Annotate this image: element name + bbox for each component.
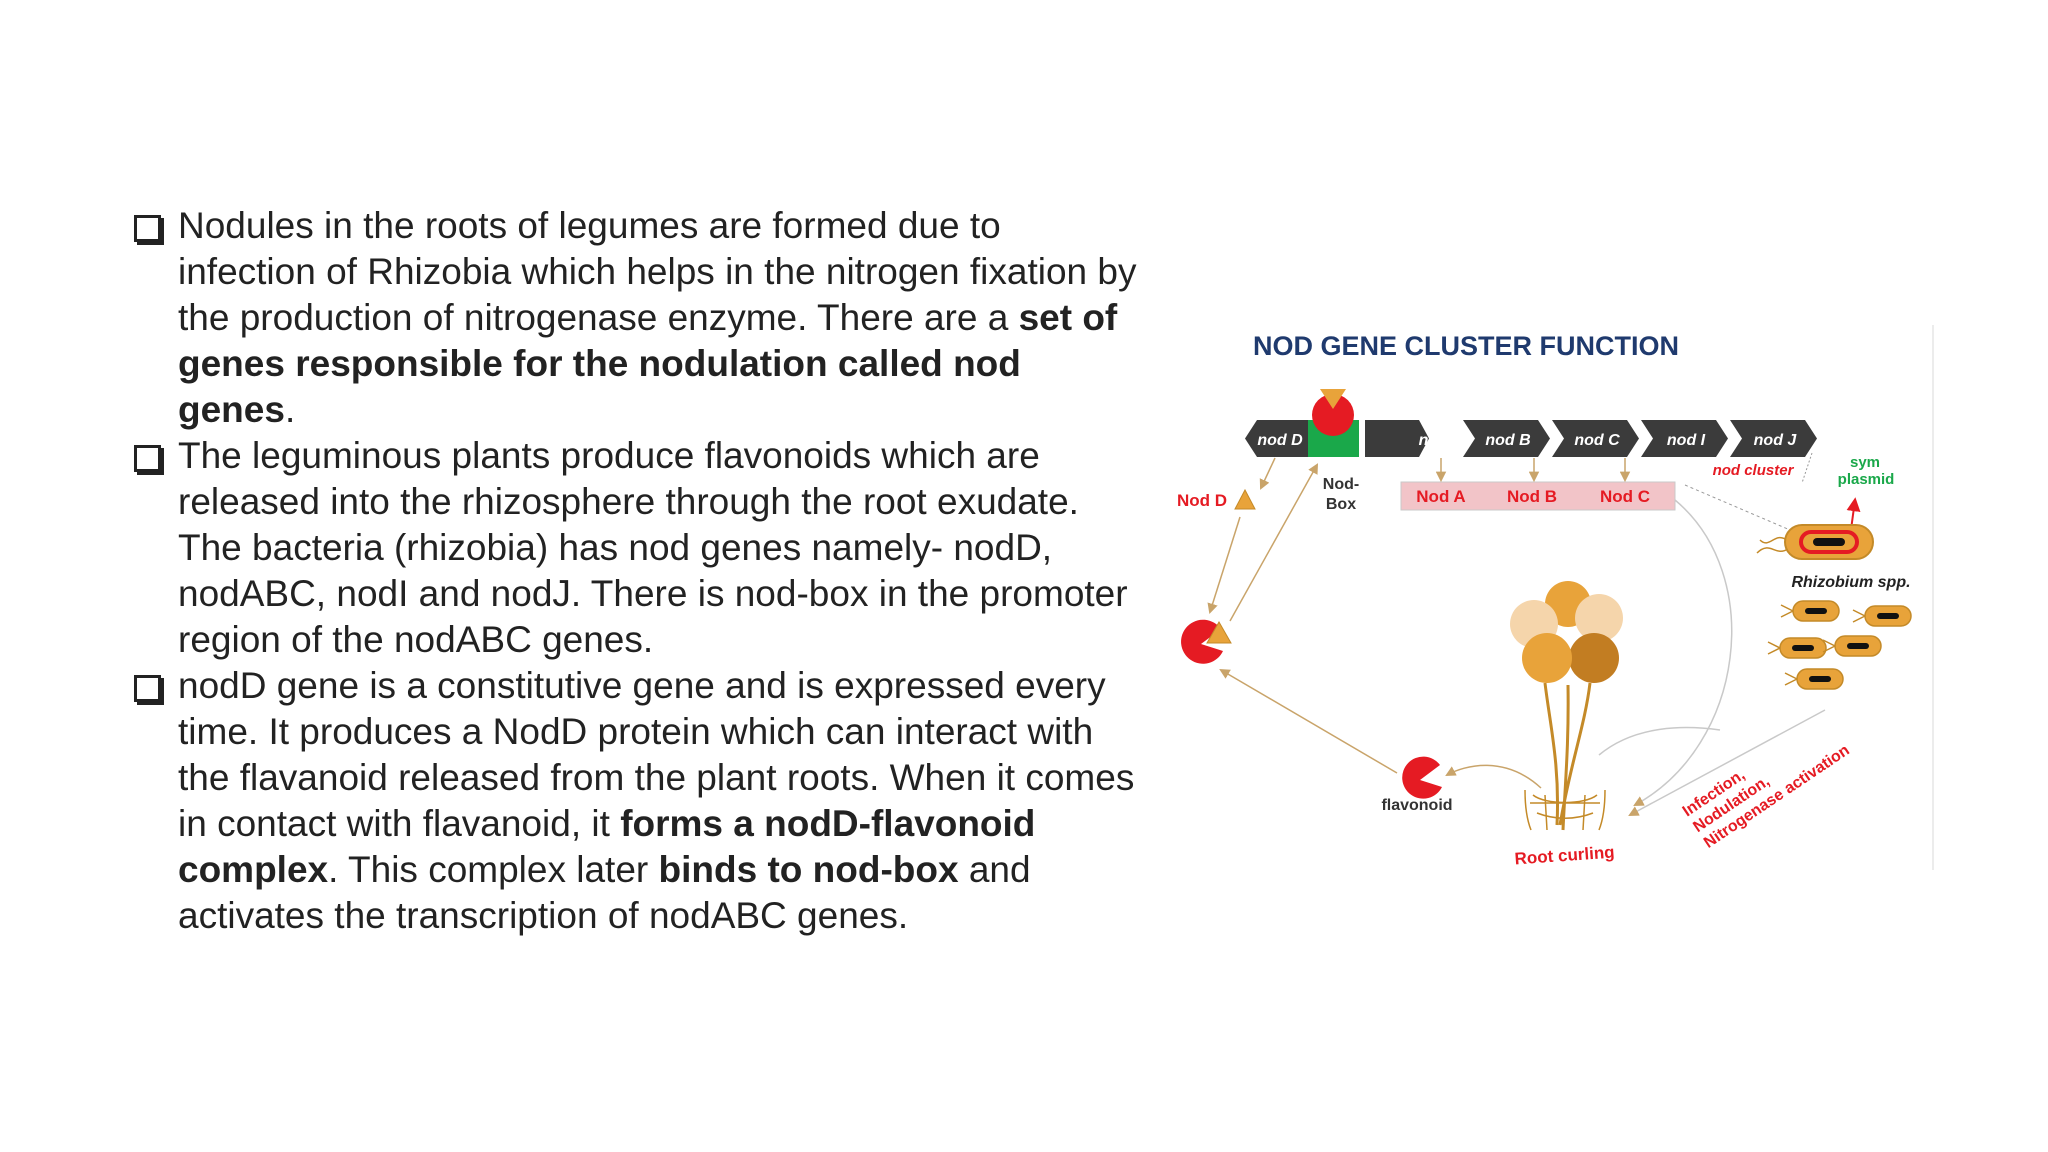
protein-nodb: Nod B: [1507, 487, 1557, 506]
arrow-rhizobia-to-root: [1628, 709, 1826, 816]
nodd-protein-circle: [1312, 394, 1354, 436]
gene-label-nodj: nod J: [1754, 432, 1798, 449]
cluster-divider: [1801, 452, 1813, 484]
gene-arrow-nodc: [1552, 420, 1639, 457]
outcomes-group: Infection, Nodulation, Nitrogenase activ…: [1680, 742, 1853, 852]
bullet-2-text: The leguminous plants produce flavonoids…: [178, 435, 1128, 660]
arrow-nodd-expression: [1259, 457, 1276, 490]
checkbox-bullet-icon: [134, 445, 161, 472]
plasmid-label: plasmid: [1838, 471, 1895, 488]
bullet-3-text: nodD gene is a constitutive gene and is …: [178, 665, 1135, 844]
bullet-1-end: .: [284, 389, 296, 430]
bullet-list: Nodules in the roots of legumes are form…: [130, 203, 1140, 939]
rhizobium-cell-small: [1852, 605, 1912, 627]
rhizobium-cell-small: [1780, 600, 1840, 622]
protein-noda: Nod A: [1416, 487, 1465, 506]
rhizobium-cell-small: [1784, 668, 1844, 690]
rhizobium-cell-small: [1767, 637, 1827, 659]
arrow-flavonoid-to-complex: [1219, 668, 1398, 774]
bullet-3-mid: . This complex later: [328, 849, 659, 890]
gene-arrow-noda: [1365, 420, 1429, 457]
gene-label-nodd: nod D: [1257, 432, 1303, 449]
protein-band: [1400, 481, 1676, 511]
nod-gene-figure: NOD GENE CLUSTER FUNCTION nod D nod A no…: [1177, 325, 1934, 870]
gene-label-nodi: nod I: [1667, 432, 1706, 449]
bullet-3-end: and activates the transcription of nodAB…: [178, 849, 1031, 936]
checkbox-bullet-icon: [134, 215, 161, 242]
root-curling-label: Root curling: [1514, 843, 1615, 869]
bullet-item-2: The leguminous plants produce flavonoids…: [130, 433, 1140, 663]
gene-arrow-nodb: [1463, 420, 1550, 457]
bullet-item-1: Nodules in the roots of legumes are form…: [130, 203, 1140, 433]
nod-cluster-label: nod cluster: [1713, 462, 1795, 479]
arrow-nodd-to-complex: [1207, 516, 1241, 615]
protein-nodc: Nod C: [1600, 487, 1650, 506]
root-hair-icon: [1510, 581, 1623, 831]
nodd-protein-label: Nod D: [1177, 491, 1227, 510]
gene-arrow-nodi: [1641, 420, 1728, 457]
arrow-root-to-flavonoid: [1445, 764, 1542, 789]
bullet-1-text: Nodules in the roots of legumes are form…: [178, 205, 1137, 338]
rhizobium-cell-main: [1756, 524, 1874, 560]
complex-triangle-icon: [1206, 620, 1232, 644]
nodd-triangle-icon: [1234, 488, 1256, 510]
sym-label: sym: [1850, 454, 1880, 471]
nodd-flavonoid-complex-icon: [1181, 619, 1223, 664]
bullet-3-bold-2: binds to nod-box: [658, 849, 959, 890]
gene-label-nodc: nod C: [1574, 432, 1620, 449]
arrow-complex-to-nodbox: [1229, 463, 1319, 622]
flavonoid-triangle-icon: [1320, 389, 1346, 409]
gene-arrow-nodd: [1245, 420, 1308, 457]
arrow-nod-factor-to-root: [1633, 499, 1733, 807]
rhizobium-label: Rhizobium spp.: [1791, 574, 1910, 591]
nod-box-label-1: Nod-: [1323, 476, 1359, 493]
bullet-1-bold: set of genes responsible for the nodulat…: [178, 297, 1118, 430]
flavonoid-icon: [1402, 756, 1442, 799]
root-signal-line: [1598, 726, 1721, 756]
rhizobium-cell-small: [1822, 635, 1882, 657]
gene-label-nodb: nod B: [1485, 432, 1530, 449]
flavonoid-label: flavonoid: [1381, 797, 1452, 814]
gene-arrow-nodj: [1730, 420, 1817, 457]
figure-title: NOD GENE CLUSTER FUNCTION: [1253, 331, 1679, 361]
nod-box-label-2: Box: [1326, 496, 1356, 513]
gene-label-noda: nod A: [1419, 432, 1464, 449]
bullet-3-bold-1: forms a nodD-flavonoid complex: [178, 803, 1036, 890]
checkbox-bullet-icon: [134, 675, 161, 702]
bullet-item-3: nodD gene is a constitutive gene and is …: [130, 663, 1140, 939]
